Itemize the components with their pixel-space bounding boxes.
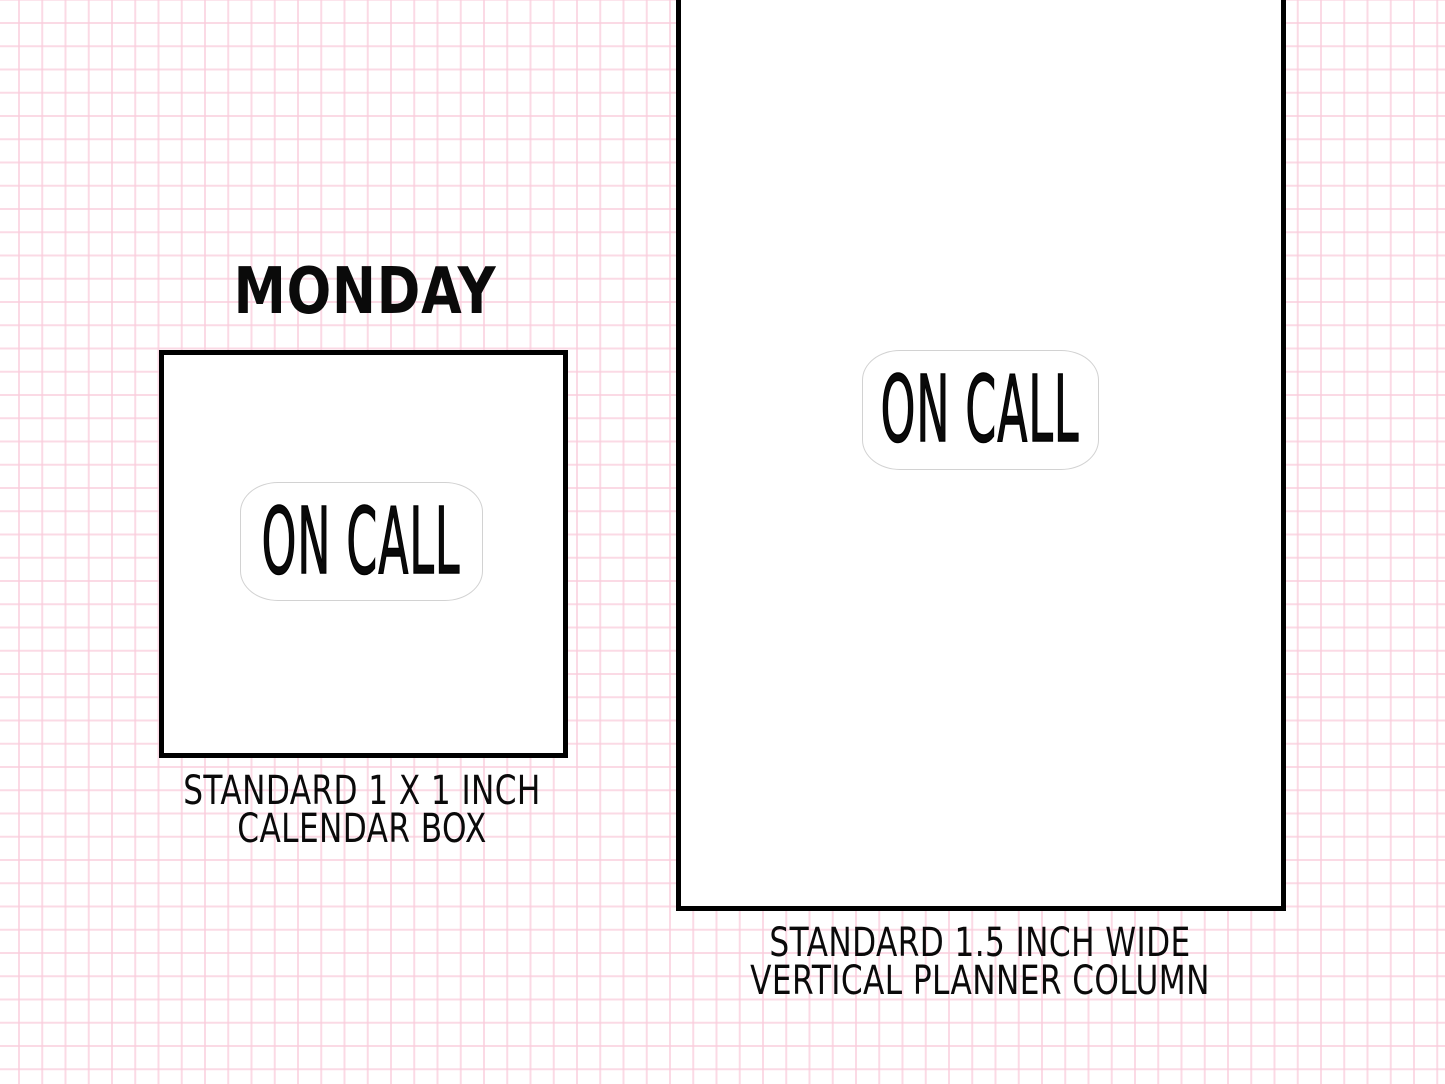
calendar-box-caption: STANDARD 1 X 1 INCH CALENDAR BOX	[167, 768, 557, 852]
caption-line-1: STANDARD 1 X 1 INCH	[183, 768, 541, 814]
day-heading-monday: MONDAY	[233, 255, 497, 329]
sticker-label: ON CALL	[262, 487, 461, 595]
on-call-sticker-column: ON CALL	[862, 350, 1099, 470]
on-call-sticker-calendar: ON CALL	[240, 482, 483, 601]
caption-line-1: STANDARD 1.5 INCH WIDE	[769, 920, 1191, 966]
caption-line-2: CALENDAR BOX	[237, 806, 487, 852]
caption-line-2: VERTICAL PLANNER COLUMN	[750, 958, 1210, 1004]
vertical-planner-column	[676, 0, 1286, 911]
planner-column-caption: STANDARD 1.5 INCH WIDE VERTICAL PLANNER …	[746, 920, 1214, 1004]
sticker-label: ON CALL	[881, 356, 1080, 463]
